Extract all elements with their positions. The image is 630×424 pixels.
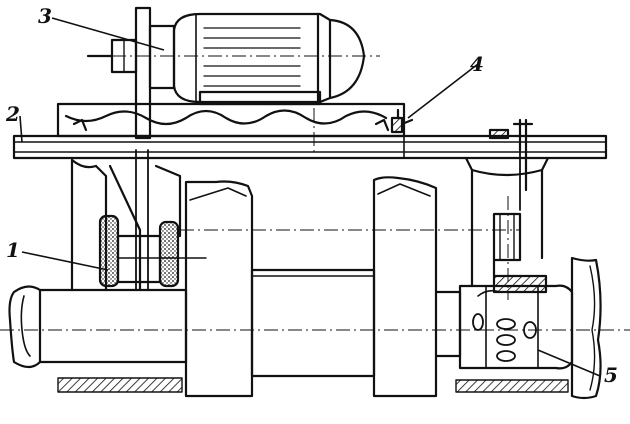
part-4-adjusting-screw xyxy=(390,108,414,134)
part-1-grinding-wheel xyxy=(98,214,207,288)
callout-3-label: 3 xyxy=(38,4,52,28)
part-5-journal xyxy=(458,256,602,400)
shaft-left-journal xyxy=(8,285,188,369)
crankshaft xyxy=(184,176,462,398)
center-lines xyxy=(0,55,630,331)
motor-platform xyxy=(56,102,406,138)
callout-1-label: 1 xyxy=(6,238,20,262)
bed-hatching xyxy=(57,377,569,393)
callout-5-label: 5 xyxy=(604,363,618,387)
part-3-motor xyxy=(86,6,366,140)
right-column xyxy=(464,145,550,294)
callout-2-label: 2 xyxy=(6,102,20,126)
callout-4-label: 4 xyxy=(470,52,484,76)
part-2-base-plate xyxy=(12,118,608,192)
leader-lines xyxy=(19,17,601,377)
